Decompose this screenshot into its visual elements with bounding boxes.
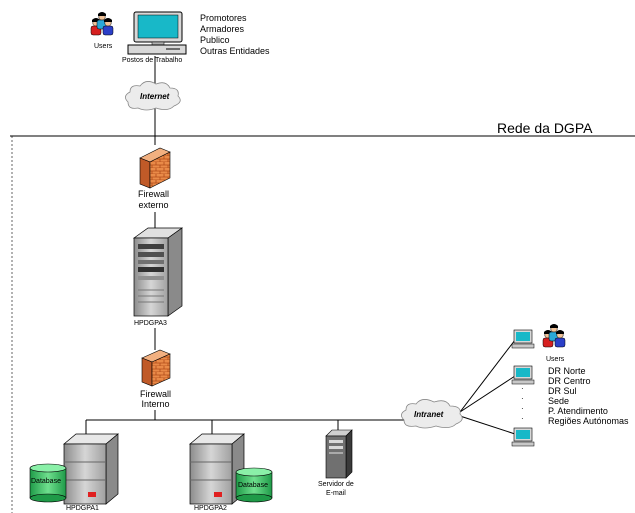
database-left-label: Database	[31, 478, 61, 485]
firewall-internal-line1: Firewall	[140, 389, 172, 399]
firewall-external-line2: externo	[138, 200, 169, 210]
link-intranet-client1	[459, 339, 516, 413]
hpdgpa3-server-icon	[132, 227, 184, 317]
internal-users-icon	[542, 324, 566, 348]
internet-label: Internet	[140, 92, 170, 101]
top-users-icon	[90, 12, 114, 36]
client-monitor-3-icon	[511, 427, 535, 447]
firewall-external-label: Firewall externo	[138, 189, 169, 211]
location-item: Regiões Autónomas	[548, 416, 629, 426]
location-item: DR Norte	[548, 366, 586, 376]
hpdgpa1-label: HPDGPA1	[66, 505, 99, 512]
location-item: Sede	[548, 396, 570, 406]
entity-item: Promotores	[200, 13, 247, 23]
top-users-label: Users	[94, 43, 113, 50]
mail-server-icon	[325, 429, 353, 479]
ellipsis-dot: ·	[521, 394, 524, 403]
internet-cloud-icon	[125, 81, 181, 111]
database-right-icon	[235, 467, 273, 503]
intranet-label: Intranet	[414, 410, 444, 419]
hpdgpa2-label: HPDGPA2	[194, 505, 227, 512]
hpdgpa1-server-icon	[63, 433, 119, 505]
location-item: DR Centro	[548, 376, 591, 386]
client-ellipsis: · · · ·	[521, 384, 524, 424]
firewall-external-line1: Firewall	[138, 189, 170, 199]
link-intranet-client2	[459, 375, 516, 413]
intranet-cloud-icon	[401, 399, 463, 429]
database-right-label: Database	[238, 482, 268, 489]
entity-item: Outras Entidades	[200, 46, 270, 56]
firewall-internal-icon	[141, 349, 171, 387]
firewall-internal-line2: Interno	[141, 399, 170, 409]
internal-locations-list: DR Norte DR Centro DR Sul Sede P. Atendi…	[548, 366, 629, 426]
ellipsis-dot: ·	[521, 404, 524, 413]
database-left-icon	[29, 463, 67, 503]
workstation-icon	[127, 11, 187, 55]
network-title: Rede da DGPA	[497, 120, 593, 136]
mail-server-line1: Servidor de	[318, 481, 354, 488]
ellipsis-dot: ·	[521, 414, 524, 423]
mail-server-label: Servidor de E-mail	[318, 480, 354, 498]
firewall-external-icon	[139, 147, 171, 189]
entities-list: Promotores Armadores Publico Outras Enti…	[200, 13, 270, 57]
firewall-internal-label: Firewall Interno	[140, 389, 171, 409]
client-monitor-2-icon	[511, 365, 535, 385]
entity-item: Armadores	[200, 24, 245, 34]
internal-users-label: Users	[546, 356, 565, 363]
client-monitor-1-icon	[511, 329, 535, 349]
entity-item: Publico	[200, 35, 230, 45]
workstation-label: Postos de Trabalho	[122, 57, 183, 64]
location-item: P. Atendimento	[548, 406, 608, 416]
hpdgpa2-server-icon	[189, 433, 245, 505]
link-intranet-client3	[459, 415, 516, 435]
location-item: DR Sul	[548, 386, 577, 396]
ellipsis-dot: ·	[521, 384, 524, 393]
mail-server-line2: E-mail	[325, 490, 346, 497]
hpdgpa3-label: HPDGPA3	[134, 320, 167, 327]
